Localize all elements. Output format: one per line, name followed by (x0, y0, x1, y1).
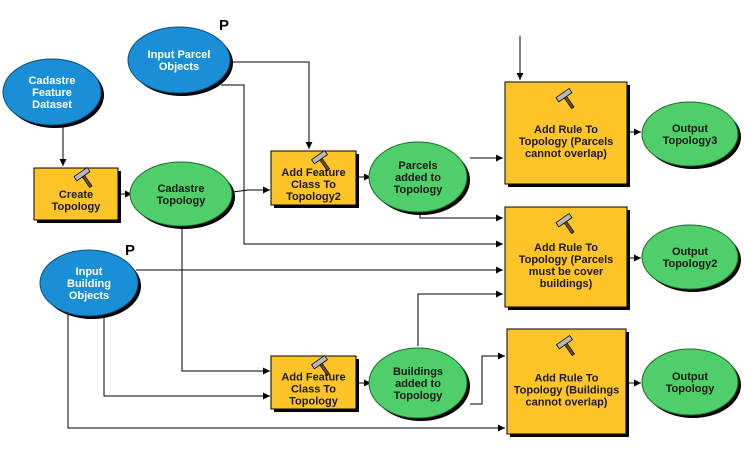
hammer-icon (310, 149, 331, 172)
derived-data-oval (368, 347, 468, 419)
hammer-icon (555, 212, 575, 235)
edge-parcel-to-rule-cover (221, 84, 503, 248)
node-label-line: added to (395, 378, 441, 390)
edge-buildings-to-rule-buildings (470, 352, 505, 405)
node-label-line: Input Parcel (148, 49, 211, 61)
node-label-line: Building (67, 278, 111, 290)
node-label-line: Class To (291, 384, 336, 396)
node-label-line: Output (672, 123, 708, 135)
hammer-icon (555, 87, 575, 110)
node-label-line: Add Feature (281, 372, 345, 384)
node-label-line: Topology (Buildings (514, 385, 620, 397)
node-label-line: buildings) (540, 278, 593, 290)
parameter-marker: P (125, 242, 135, 259)
node-label-line: Add Feature (281, 167, 345, 179)
edge-cadastre-topology-to-addfc2 (181, 226, 270, 375)
node-label-line: Add Rule To (534, 124, 598, 136)
node-label-line: Topology (157, 195, 207, 207)
node-label-line: Objects (69, 290, 109, 302)
tool-box (270, 355, 357, 410)
derived-data-oval (641, 101, 739, 167)
derived-data-oval (641, 348, 739, 416)
node-label-line: Topology (52, 201, 102, 213)
node-label-line: Feature (32, 87, 72, 99)
node-label-line: Dataset (32, 99, 72, 111)
hammer-icon (310, 354, 331, 377)
hammer-icon (73, 166, 93, 189)
derived-data-oval (368, 141, 468, 213)
input-data-oval (39, 249, 139, 317)
node-label-line: Topology2 (663, 258, 718, 270)
edge-building-to-rule-buildings (67, 313, 505, 432)
edge-building-to-addfc2 (103, 313, 270, 400)
node-label-line: Add Rule To (535, 373, 599, 385)
parameter-marker: P (219, 17, 229, 34)
hammer-icon (555, 334, 576, 357)
node-label-line: Objects (159, 61, 199, 73)
node-label-line: cannot overlap) (526, 397, 608, 409)
edge-cadastre-topology-to-addfc1 (232, 186, 270, 194)
node-label-line: Class To (291, 179, 336, 191)
node-label-line: Topology (Parcels (519, 136, 614, 148)
node-label-line: Output (672, 371, 708, 383)
node-label-line: Topology (394, 184, 444, 196)
node-label-line: Input (76, 266, 103, 278)
node-label-line: added to (395, 172, 441, 184)
node-label-line: Add Rule To (534, 242, 598, 254)
node-label-line: Topology (Parcels (519, 254, 614, 266)
edge-parcel-to-addfc1 (230, 61, 313, 149)
node-label-line: Cadastre (157, 183, 204, 195)
derived-data-oval (129, 161, 233, 227)
node-label-line: Cadastre (28, 75, 75, 87)
node-label-line: Topology (666, 383, 716, 395)
node-label-line: Parcels (398, 160, 437, 172)
node-label-line: Topology (289, 396, 339, 408)
derived-data-oval (641, 224, 739, 290)
node-label-line: Buildings (393, 366, 443, 378)
input-data-oval (2, 58, 102, 126)
node-label-line: Create (59, 189, 93, 201)
node-label-line: Topology (394, 390, 444, 402)
input-data-oval (127, 26, 231, 94)
node-label-line: Topology2 (286, 191, 341, 203)
edge-buildings-to-rule-cover (417, 290, 503, 346)
node-label-line: Topology3 (663, 135, 718, 147)
node-label-line: cannot overlap) (525, 148, 607, 160)
node-label-line: must be cover (529, 266, 604, 278)
node-label-line: Output (672, 246, 708, 258)
